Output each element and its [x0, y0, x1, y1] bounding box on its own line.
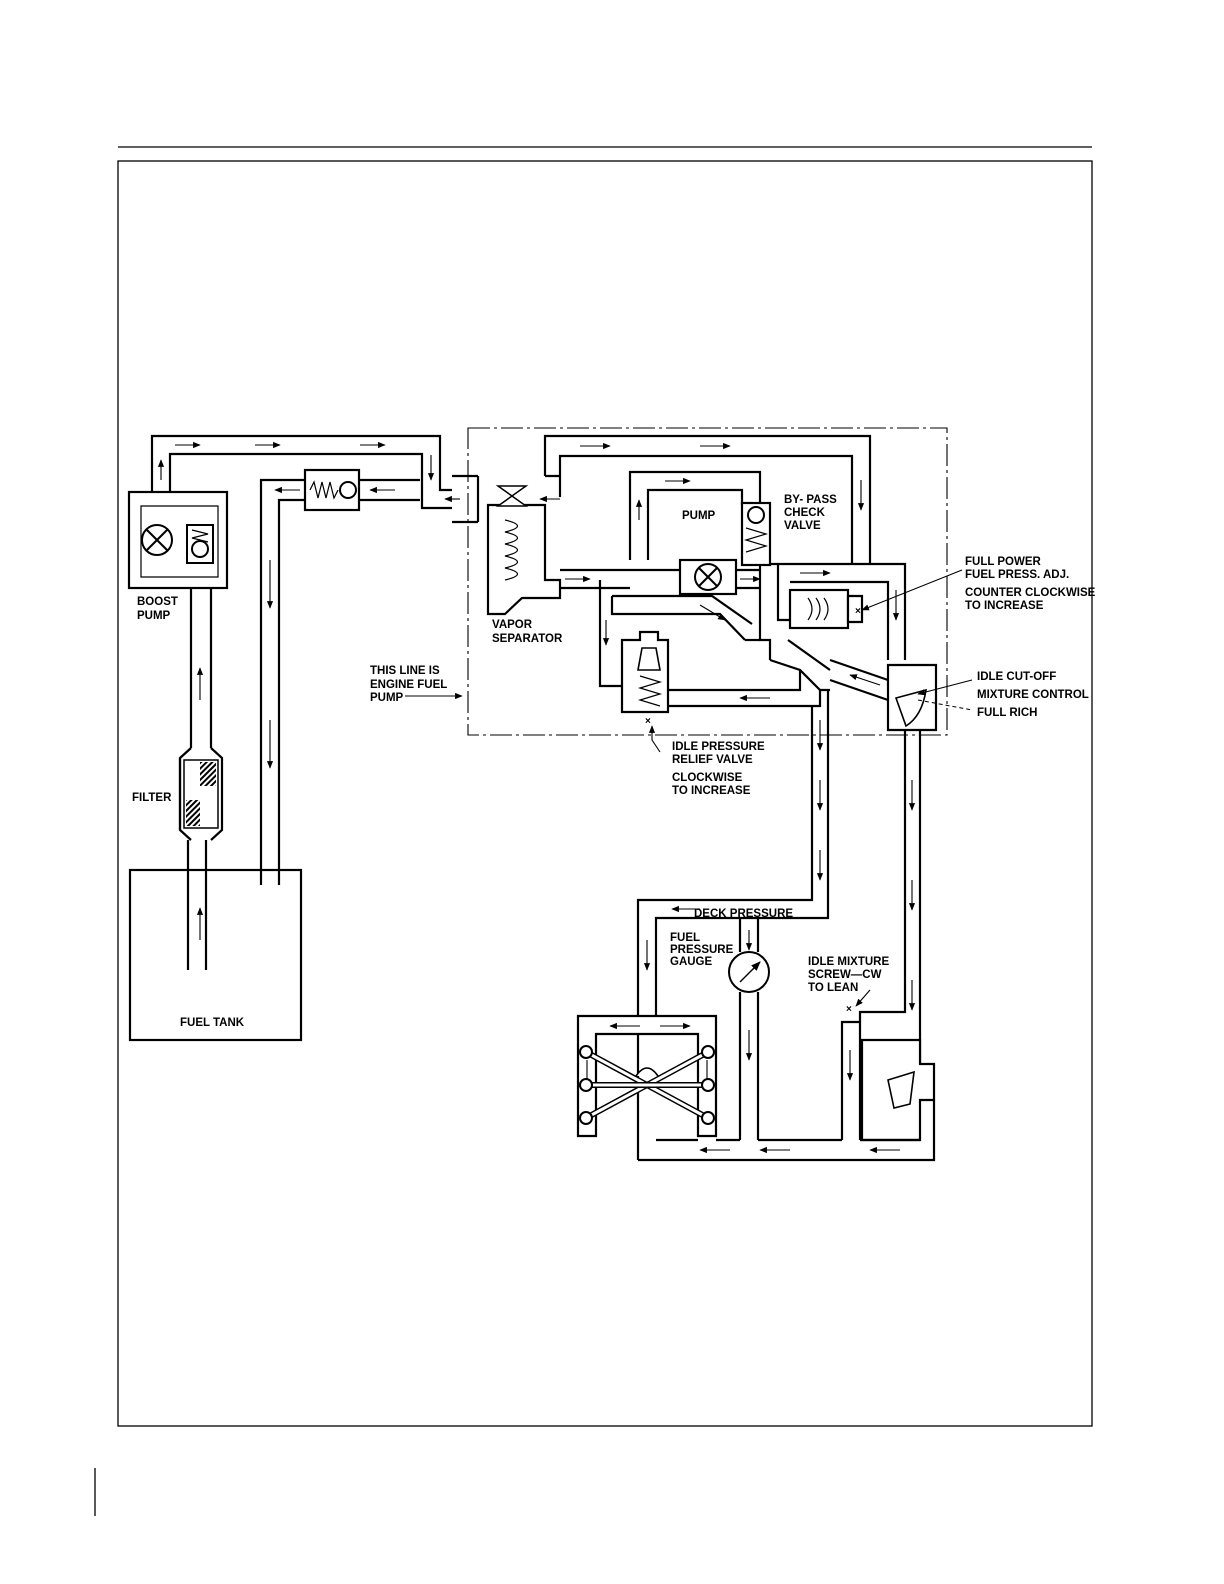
label-line: PUMP — [137, 610, 171, 622]
boost-pump — [127, 490, 229, 590]
label-line: BOOST — [137, 596, 178, 608]
filter — [178, 747, 224, 841]
label-idle-pressure-relief: IDLE PRESSURE RELIEF VALVE — [672, 741, 765, 766]
label-line: FULL POWER — [965, 556, 1042, 568]
engine-fuel-pump-boundary — [467, 427, 948, 736]
vapor-separator — [444, 474, 562, 616]
label-line: CLOCKWISE — [672, 772, 743, 784]
label-idle-cutoff: IDLE CUT-OFF — [977, 671, 1056, 683]
label-filter: FILTER — [132, 792, 172, 804]
suction-line — [186, 560, 213, 970]
label-line: FUEL — [670, 932, 700, 944]
label-fuel-pressure-gauge: FUEL PRESSURE GAUGE — [670, 932, 734, 968]
label-line: VAPOR — [492, 619, 533, 631]
label-vapor-separator: VAPOR SEPARATOR — [492, 619, 563, 645]
label-line: THIS LINE IS — [370, 665, 440, 677]
return-line — [259, 478, 305, 885]
leader-lines — [405, 569, 973, 1007]
mixture-outlet-line: × — [840, 730, 936, 1142]
label-boost-pump: BOOST PUMP — [137, 596, 178, 622]
fuel-pressure-gauge — [728, 951, 770, 993]
label-line: COUNTER CLOCKWISE — [965, 587, 1096, 599]
label-line: CHECK — [784, 507, 826, 519]
page-frame — [94, 146, 1093, 1516]
adjust-mark: × — [855, 606, 861, 617]
label-line: BY- PASS — [784, 494, 837, 506]
relief-adjust-mark: × — [645, 716, 651, 727]
label-line: GAUGE — [670, 956, 713, 968]
fuel-tank — [128, 868, 303, 1042]
label-line: RELIEF VALVE — [672, 754, 753, 766]
idle-screw-mark: × — [846, 1004, 852, 1015]
label-line: IDLE PRESSURE — [672, 741, 765, 753]
label-line: PUMP — [370, 692, 404, 704]
label-line: ENGINE FUEL — [370, 679, 447, 691]
label-counter-clockwise: COUNTER CLOCKWISE TO INCREASE — [965, 587, 1096, 612]
label-line: TO LEAN — [808, 982, 858, 994]
label-line: PRESSURE — [670, 944, 734, 956]
supply-line-top — [150, 434, 452, 510]
label-line: TO INCREASE — [965, 600, 1044, 612]
label-mixture-control: MIXTURE CONTROL — [977, 689, 1089, 701]
label-bypass-check-valve: BY- PASS CHECK VALVE — [784, 494, 837, 532]
label-line: SEPARATOR — [492, 633, 563, 645]
engine-pump-internal: × × — [543, 434, 938, 732]
label-idle-mixture-screw: IDLE MIXTURE SCREW—CW TO LEAN — [808, 956, 889, 994]
label-line: FUEL PRESS. ADJ. — [965, 569, 1069, 581]
discharge-nozzle-assembly — [576, 1014, 936, 1162]
label-fuel-tank: FUEL TANK — [180, 1017, 245, 1029]
label-this-line: THIS LINE IS ENGINE FUEL PUMP — [370, 665, 447, 704]
label-full-rich: FULL RICH — [977, 707, 1037, 719]
gauge-line — [738, 918, 760, 1140]
label-deck-pressure: DECK PRESSURE — [694, 908, 793, 920]
label-clockwise: CLOCKWISE TO INCREASE — [672, 772, 751, 797]
label-line: IDLE MIXTURE — [808, 956, 889, 968]
label-line: SCREW—CW — [808, 969, 882, 981]
label-line: TO INCREASE — [672, 785, 751, 797]
label-line: VALVE — [784, 520, 821, 532]
label-full-power: FULL POWER FUEL PRESS. ADJ. — [965, 556, 1069, 581]
label-pump: PUMP — [682, 510, 716, 522]
inline-check-valve — [303, 468, 420, 512]
